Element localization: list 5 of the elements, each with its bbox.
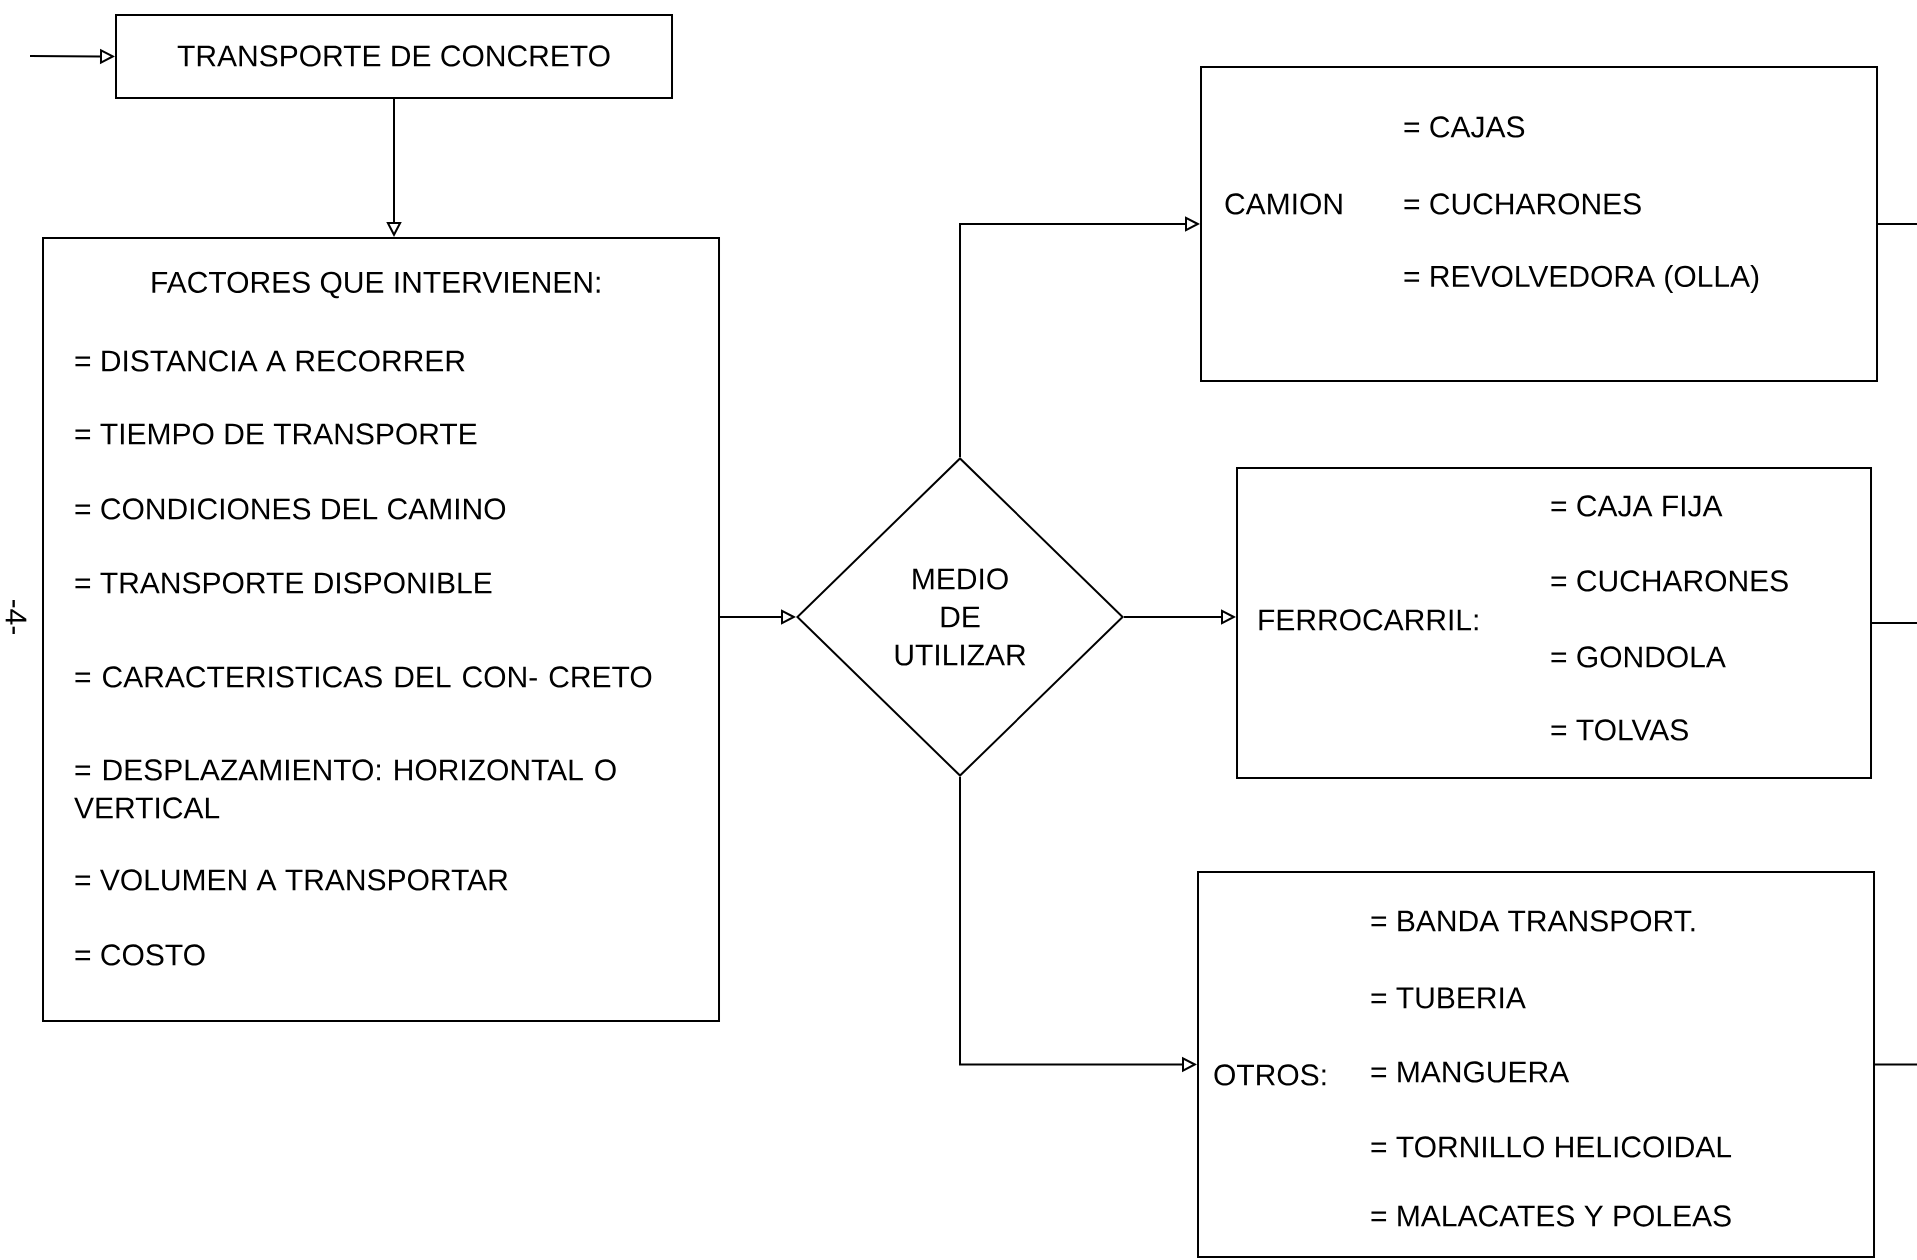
process-box: CAMION = CAJAS = CUCHARONES = REVOLVEDORA (OLLA) <box>1200 66 1878 382</box>
process-box: FACTORES QUE INTERVIENEN: = DISTANCIA A RECORRER = TIEMPO DE TRANSPORTE = CONDICIONES DEL CAMINO = TRANSPORTE DISPONIBLE = CARACTERISTICAS DEL CON- CRETO = DESPLAZAMIENTO: HORIZONTAL O VERTICAL = VOLUMEN A TRANSPORTAR = COSTO <box>42 237 720 1022</box>
process-box: OTROS: = BANDA TRANSPORT. = TUBERIA = MANGUERA = TORNILLO HELICOIDAL = MALACATES Y POLEAS <box>1197 871 1875 1258</box>
process-box: FERROCARRIL: = CAJA FIJA = CUCHARONES = GONDOLA = TOLVAS <box>1236 467 1872 779</box>
process-box: TRANSPORTE DE CONCRETO <box>115 14 673 99</box>
